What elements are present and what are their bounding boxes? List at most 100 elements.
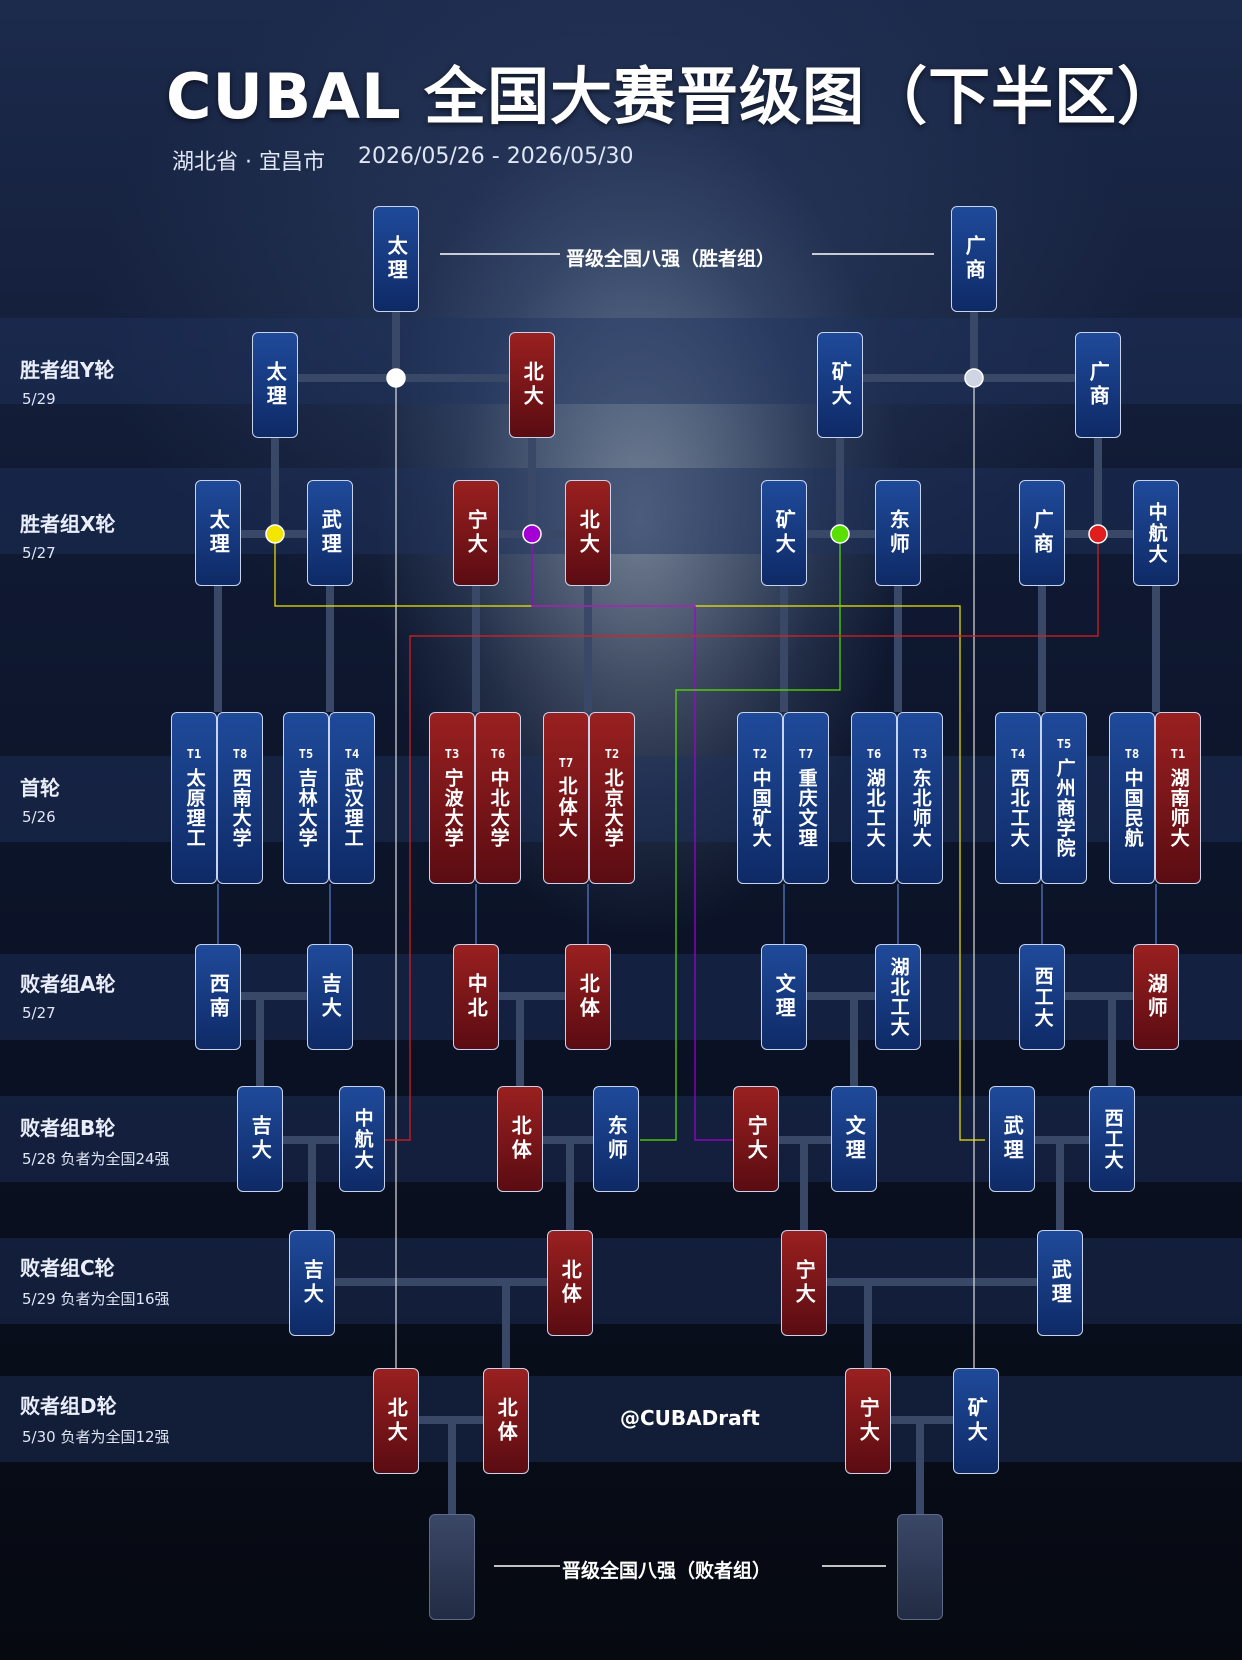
seed-label: T4 [344,747,360,762]
losers-b-team: 宁大 [733,1086,779,1192]
team-name: 矿大 [964,1397,989,1445]
team-name: 矿大 [828,361,853,409]
match-dot [830,524,850,544]
winners-y-team: 北大 [509,332,555,438]
seed-label: T8 [232,747,248,762]
losers-a-team: 北体 [565,944,611,1050]
team-name: 文理 [772,973,797,1021]
round-date-losers-c: 5/29 负者为全国16强 [22,1290,170,1308]
winners-x-team: 太理 [195,480,241,586]
team-name: 重庆文理 [795,767,818,848]
team-name: 西北工大 [1007,767,1030,848]
winners-y-team: 矿大 [817,332,863,438]
losers-c-team: 吉大 [289,1230,335,1336]
team-name: 吉大 [318,973,343,1021]
team-name: 北体 [508,1115,533,1163]
band-losers-d [0,1376,1242,1462]
winners-y-team: 太理 [252,332,298,438]
team-name: 西南 [206,973,231,1021]
team-name: 太理 [206,509,231,557]
drop-path [274,534,985,1141]
team-name: 武理 [1000,1115,1025,1163]
team-name: 北大 [384,1397,409,1445]
team-name: 广商 [1030,509,1055,557]
seed-label: T6 [490,747,506,762]
losers-advance-label: 晋级全国八强（败者组） [562,1560,772,1582]
team-name: 湖南师大 [1167,767,1190,848]
team-name: 中国矿大 [749,767,772,848]
seed-label: T8 [1124,747,1140,762]
losers-a-team: 文理 [761,944,807,1050]
losers-d-team: 北大 [373,1368,419,1474]
round-name-losers-c: 败者组C轮 [20,1256,115,1280]
round-name-winners-x: 胜者组X轮 [20,512,116,536]
winners-x-team: 东师 [875,480,921,586]
round-date-losers-d: 5/30 负者为全国12强 [22,1428,170,1446]
team-name: 宁大 [744,1115,769,1163]
losers-c-team: 北体 [547,1230,593,1336]
winners-x-team: 北大 [565,480,611,586]
round-name-winners-y: 胜者组Y轮 [20,358,115,382]
losers-final-slot [897,1514,943,1620]
seed-label: T2 [604,747,620,762]
team-name: 武汉理工 [341,767,364,848]
match-dot [964,368,984,388]
team-name: 广商 [1086,361,1111,409]
losers-final-slot [429,1514,475,1620]
winners-advance-label: 晋级全国八强（胜者组） [566,248,776,270]
team-name: 太原理工 [183,767,206,848]
team-name: 武理 [318,509,343,557]
team-name: 湖师 [1144,973,1169,1021]
winners-x-team: 宁大 [453,480,499,586]
team-name: 北体大 [555,776,578,840]
team-name: 北体 [558,1259,583,1307]
first-round-team: T7 重庆文理 [783,712,829,884]
seed-label: T4 [1010,747,1026,762]
winners-x-team: 武理 [307,480,353,586]
team-name: 文理 [842,1115,867,1163]
band-winners-y [0,318,1242,404]
winners-x-team: 广商 [1019,480,1065,586]
team-name: 东师 [604,1115,629,1163]
team-name: 宁大 [464,509,489,557]
round-date-first: 5/26 [22,808,56,826]
date-range: 2026/05/26 - 2026/05/30 [358,144,634,169]
team-name: 太理 [263,361,288,409]
seed-label: T7 [798,747,814,762]
round-name-losers-a: 败者组A轮 [20,972,116,996]
losers-b-team: 文理 [831,1086,877,1192]
losers-b-team: 北体 [497,1086,543,1192]
match-dot [386,368,406,388]
team-name: 湖北工大 [887,957,910,1037]
round-date-winners-x: 5/27 [22,544,56,562]
winners-y-team: 广商 [1075,332,1121,438]
losers-a-team: 湖北工大 [875,944,921,1050]
losers-a-team: 西南 [195,944,241,1050]
losers-c-team: 武理 [1037,1230,1083,1336]
first-round-team: T4 西北工大 [995,712,1041,884]
team-name: 西工大 [1031,965,1054,1029]
round-date-losers-a: 5/27 [22,1004,56,1022]
team-name: 中国民航 [1121,767,1144,848]
winners-final-team: 广商 [951,206,997,312]
losers-a-team: 西工大 [1019,944,1065,1050]
team-name: 西南大学 [229,767,252,848]
team-name: 武理 [1048,1259,1073,1307]
match-dot [265,524,285,544]
team-name: 北大 [576,509,601,557]
losers-d-team: 宁大 [845,1368,891,1474]
losers-c-team: 宁大 [781,1230,827,1336]
winners-x-team: 矿大 [761,480,807,586]
team-name: 矿大 [772,509,797,557]
losers-d-team: 矿大 [953,1368,999,1474]
team-name: 广商 [962,235,987,283]
